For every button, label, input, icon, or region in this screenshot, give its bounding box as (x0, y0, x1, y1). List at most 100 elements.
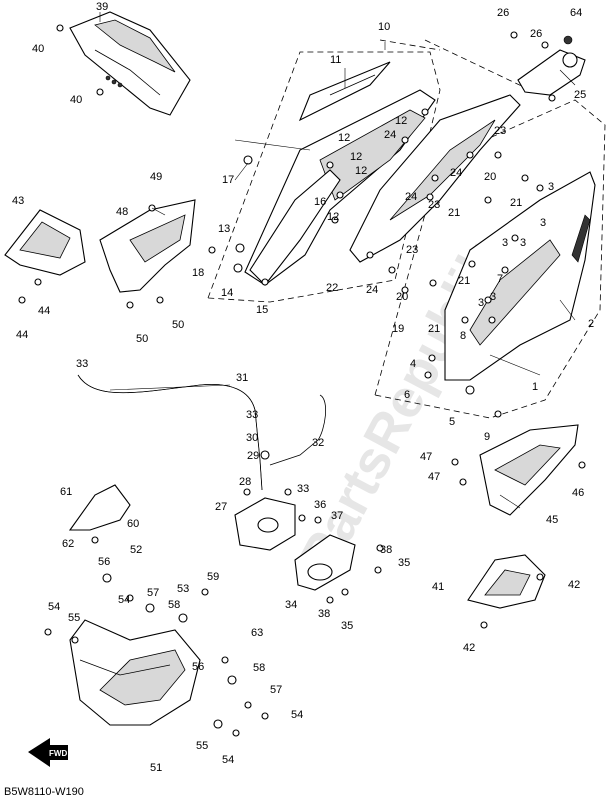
label-47b: 47 (428, 471, 440, 483)
label-37: 37 (331, 510, 343, 522)
label-41: 41 (432, 581, 444, 593)
label-2: 2 (588, 318, 594, 330)
part-48-panel (99, 199, 196, 293)
label-12b: 12 (338, 132, 350, 144)
part-32-hose (269, 394, 327, 466)
label-23c: 23 (406, 244, 418, 256)
label-38b: 38 (318, 608, 330, 620)
label-58b: 58 (253, 662, 265, 674)
label-8: 8 (460, 330, 466, 342)
label-33c: 33 (297, 483, 309, 495)
label-12e: 12 (327, 211, 339, 223)
part-34-canister (294, 534, 356, 591)
part-31-hose (77, 374, 263, 491)
label-55a: 55 (68, 612, 80, 624)
label-3a: 3 (548, 181, 554, 193)
label-47a: 47 (420, 451, 432, 463)
part-25-bracket (517, 49, 586, 96)
label-10: 10 (378, 21, 390, 33)
label-15: 15 (256, 304, 268, 316)
label-3f: 3 (490, 291, 496, 303)
label-30: 30 (246, 432, 258, 444)
label-18: 18 (192, 267, 204, 279)
label-24c: 24 (405, 191, 417, 203)
label-17: 17 (222, 174, 234, 186)
label-48: 48 (116, 206, 128, 218)
label-56b: 56 (192, 661, 204, 673)
label-38a: 38 (380, 544, 392, 556)
label-21b: 21 (510, 197, 522, 209)
label-24d: 24 (366, 284, 378, 296)
label-40b: 40 (70, 94, 82, 106)
label-12a: 12 (395, 115, 407, 127)
label-57b: 57 (270, 684, 282, 696)
label-52: 52 (130, 544, 142, 556)
label-54d: 54 (222, 754, 234, 766)
label-45: 45 (546, 514, 558, 526)
label-32: 32 (312, 437, 324, 449)
label-3c: 3 (502, 237, 508, 249)
label-4: 4 (410, 358, 416, 370)
leader-lines (99, 12, 576, 509)
label-36: 36 (314, 499, 326, 511)
label-7: 7 (497, 273, 503, 285)
label-49: 49 (150, 171, 162, 183)
label-22: 22 (326, 282, 338, 294)
label-58a: 58 (168, 599, 180, 611)
label-53: 53 (177, 583, 189, 595)
label-43: 43 (12, 195, 24, 207)
part-61-windscreen (68, 484, 131, 531)
label-35b: 35 (341, 620, 353, 632)
label-64: 64 (570, 7, 582, 19)
label-62: 62 (62, 538, 74, 550)
part-45-panel (479, 424, 579, 516)
fwd-arrow-icon: FWD (28, 738, 68, 767)
label-51: 51 (150, 762, 162, 774)
label-63: 63 (251, 627, 263, 639)
label-44b: 44 (16, 329, 28, 341)
label-23a: 23 (494, 125, 506, 137)
label-42a: 42 (568, 579, 580, 591)
label-28: 28 (239, 476, 251, 488)
part-41-panel (467, 554, 546, 609)
group-outline-1 (374, 99, 606, 419)
label-6: 6 (404, 389, 410, 401)
label-19: 19 (392, 323, 404, 335)
svg-text:FWD: FWD (49, 749, 67, 758)
label-54b: 54 (48, 601, 60, 613)
label-55b: 55 (196, 740, 208, 752)
label-33b: 33 (246, 409, 258, 421)
label-60: 60 (127, 518, 139, 530)
label-56a: 56 (98, 556, 110, 568)
group-outline-10 (207, 51, 441, 303)
label-50b: 50 (136, 333, 148, 345)
label-23b: 23 (428, 199, 440, 211)
part-10-side-cover (244, 89, 436, 286)
label-46: 46 (572, 487, 584, 499)
label-16: 16 (314, 196, 326, 208)
label-61: 61 (60, 486, 72, 498)
label-20a: 20 (484, 171, 496, 183)
label-33a: 33 (76, 358, 88, 370)
label-3d: 3 (520, 237, 526, 249)
part-11-decal (298, 61, 391, 122)
part-27-canister (234, 497, 296, 551)
label-59: 59 (207, 571, 219, 583)
label-26b: 26 (530, 28, 542, 40)
label-29: 29 (247, 450, 259, 462)
label-34: 34 (285, 599, 297, 611)
label-54c: 54 (291, 709, 303, 721)
label-26a: 26 (497, 7, 509, 19)
label-54a: 54 (118, 594, 130, 606)
label-14: 14 (221, 287, 233, 299)
label-50a: 50 (172, 319, 184, 331)
label-12d: 12 (355, 165, 367, 177)
label-27: 27 (215, 501, 227, 513)
label-25: 25 (574, 89, 586, 101)
label-5: 5 (449, 416, 455, 428)
label-13: 13 (218, 223, 230, 235)
part-51-front-cowl (69, 619, 201, 726)
label-40a: 40 (32, 43, 44, 55)
label-21d: 21 (428, 323, 440, 335)
